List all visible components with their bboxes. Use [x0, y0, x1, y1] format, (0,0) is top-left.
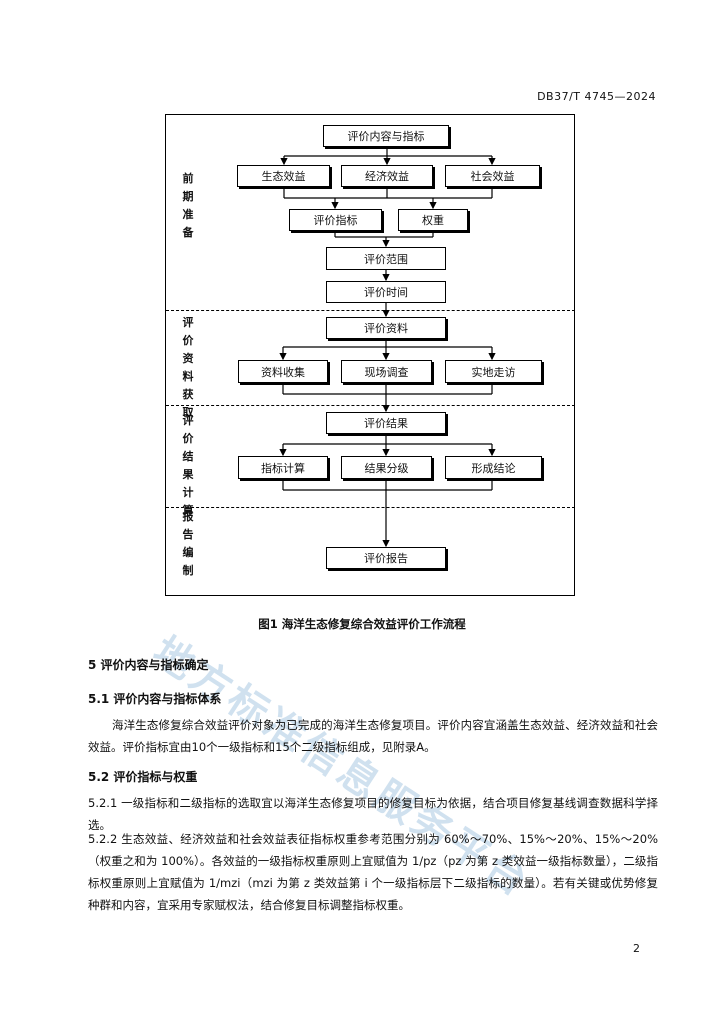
page-number: 2 [633, 942, 640, 955]
section-5-2-2-paragraph: 5.2.2 生态效益、经济效益和社会效益表征指标权重参考范围分别为 60%～70… [88, 832, 658, 912]
section-5-1-title: 5.1 评价内容与指标体系 [88, 692, 222, 706]
box-weight: 权重 [398, 209, 468, 231]
box-eval-scope: 评价范围 [326, 247, 446, 270]
box-eco-benefit: 生态效益 [237, 165, 330, 187]
box-result-grading: 结果分级 [341, 456, 432, 479]
standard-code: DB37/T 4745—2024 [537, 90, 656, 103]
box-eval-indicators: 评价指标 [289, 209, 382, 231]
box-eval-time: 评价时间 [326, 281, 446, 303]
box-social-benefit: 社会效益 [445, 165, 540, 187]
section-divider [166, 405, 575, 406]
box-conclusion: 形成结论 [445, 456, 542, 479]
box-content-indicators: 评价内容与指标 [323, 125, 449, 147]
figure-caption: 图1 海洋生态修复综合效益评价工作流程 [258, 617, 466, 631]
box-data-collection: 资料收集 [238, 360, 328, 383]
box-eval-data: 评价资料 [326, 317, 446, 339]
section-divider [166, 507, 575, 508]
flowchart-frame [165, 114, 575, 596]
box-site-visit: 实地走访 [445, 360, 542, 383]
section-divider [166, 310, 575, 311]
section-label-data-acquisition: 评价资料获取 [182, 316, 194, 419]
box-economic-benefit: 经济效益 [341, 165, 433, 187]
section-5-2-1-paragraph: 5.2.1 一级指标和二级指标的选取宜以海洋生态修复项目的修复目标为依据，结合项… [88, 796, 658, 832]
box-field-survey: 现场调查 [341, 360, 432, 383]
box-eval-report: 评价报告 [326, 547, 446, 569]
section-label-preparation: 前期准备 [182, 172, 194, 239]
section-5-title: 5 评价内容与指标确定 [88, 658, 209, 672]
section-5-1-paragraph: 海洋生态修复综合效益评价对象为已完成的海洋生态修复项目。评价内容宜涵盖生态效益、… [88, 718, 658, 754]
section-label-report: 报告编制 [182, 510, 194, 577]
box-eval-results: 评价结果 [326, 412, 446, 434]
section-label-result-calc: 评价结果计算 [182, 414, 194, 517]
box-indicator-calc: 指标计算 [238, 456, 328, 479]
section-5-2-title: 5.2 评价指标与权重 [88, 770, 198, 784]
